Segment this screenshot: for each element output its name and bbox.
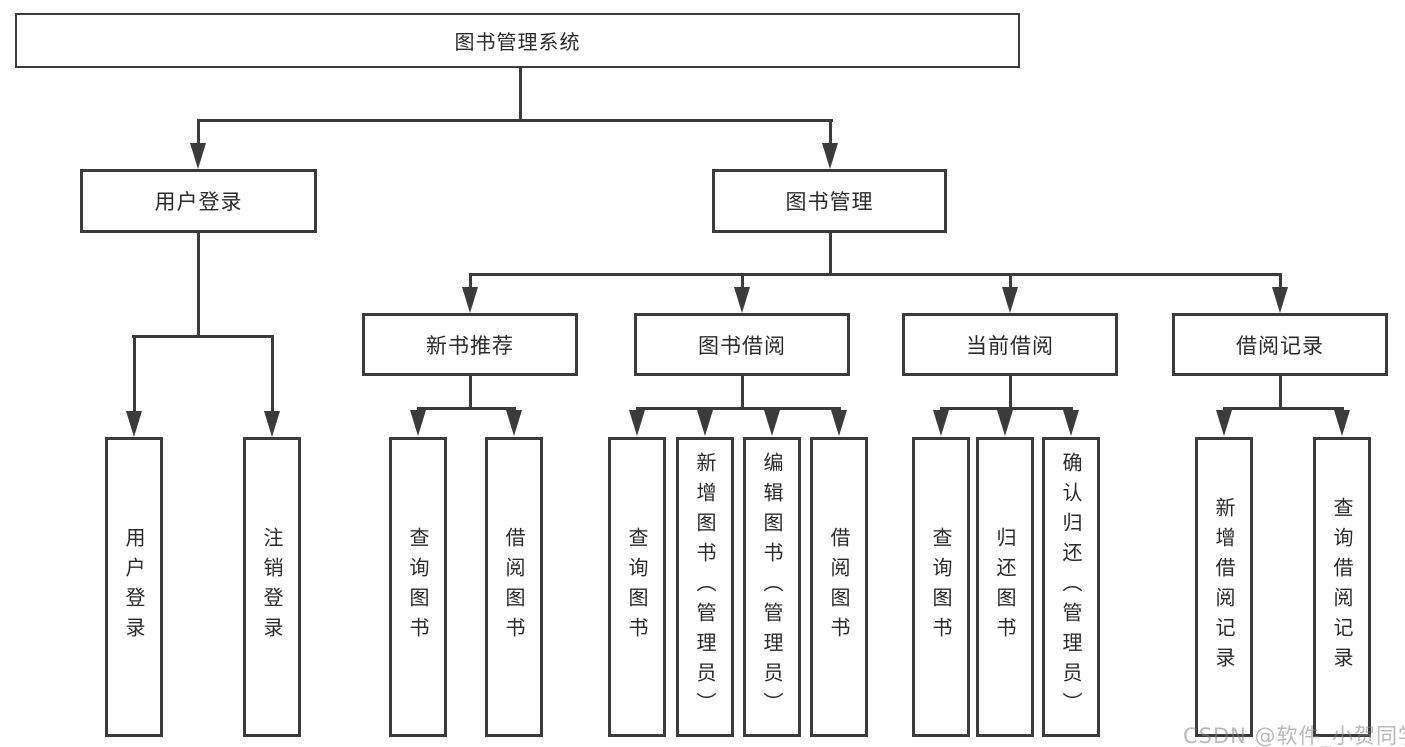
node-label: 查询图书 <box>625 527 649 647</box>
leaf-add-book-admin: 新增图书（管理员） <box>676 437 734 737</box>
connector-line <box>132 335 274 338</box>
arrow-down-icon <box>1216 410 1232 436</box>
arrow-down-icon <box>190 143 206 169</box>
node-label: 新书推荐 <box>426 333 514 358</box>
connector-line <box>636 407 841 410</box>
leaf-logout: 注销登录 <box>243 437 301 737</box>
arrow-down-icon <box>764 410 780 436</box>
arrow-down-icon <box>629 410 645 436</box>
arrow-down-icon <box>734 287 750 313</box>
leaf-query-borrow-record: 查询借阅记录 <box>1313 437 1371 737</box>
connector-line <box>271 335 274 413</box>
connector-line <box>469 376 472 410</box>
node-book-borrow: 图书借阅 <box>634 313 850 376</box>
node-label: 查询借阅记录 <box>1330 497 1354 677</box>
node-root: 图书管理系统 <box>15 13 1020 68</box>
csdn-watermark: CSDN @软件_小贺同学 <box>1183 724 1405 747</box>
arrow-down-icon <box>1334 410 1350 436</box>
arrow-down-icon <box>831 410 847 436</box>
node-user-login: 用户登录 <box>80 169 317 233</box>
node-label: 归还图书 <box>993 527 1017 647</box>
node-label: 借阅记录 <box>1236 333 1324 358</box>
connector-line <box>197 119 833 122</box>
arrow-down-icon <box>264 411 280 437</box>
connector-line <box>1223 407 1344 410</box>
leaf-edit-book-admin: 编辑图书（管理员） <box>743 437 801 737</box>
node-label: 编辑图书（管理员） <box>760 452 784 722</box>
leaf-user-login: 用户登录 <box>105 437 163 737</box>
connector-line <box>1009 376 1012 410</box>
node-label: 图书借阅 <box>698 333 786 358</box>
leaf-confirm-return-admin: 确认归还（管理员） <box>1042 437 1100 737</box>
leaf-borrow-book-recommend: 借阅图书 <box>485 437 543 737</box>
leaf-query-book-current: 查询图书 <box>912 437 970 737</box>
arrow-down-icon <box>462 287 478 313</box>
connector-line <box>1279 376 1282 410</box>
connector-line <box>741 376 744 410</box>
connector-line <box>519 68 522 120</box>
connector-line <box>469 273 1282 276</box>
node-label: 图书管理 <box>785 190 874 214</box>
arrow-down-icon <box>506 410 522 436</box>
node-label: 用户登录 <box>122 527 146 647</box>
connector-line <box>741 273 744 290</box>
node-label: 查询图书 <box>406 527 430 647</box>
connector-line <box>829 119 832 145</box>
node-label: 确认归还（管理员） <box>1059 452 1083 722</box>
leaf-add-borrow-record: 新增借阅记录 <box>1195 437 1253 737</box>
arrow-down-icon <box>933 410 949 436</box>
node-label: 借阅图书 <box>827 527 851 647</box>
node-label: 注销登录 <box>260 527 284 647</box>
node-borrow-record: 借阅记录 <box>1172 313 1388 376</box>
node-label: 当前借阅 <box>966 333 1054 358</box>
connector-line <box>940 407 1073 410</box>
leaf-query-book-borrow: 查询图书 <box>608 437 666 737</box>
arrow-down-icon <box>822 143 838 169</box>
node-label: 用户登录 <box>154 190 243 214</box>
connector-line <box>829 233 832 276</box>
leaf-borrow-book: 借阅图书 <box>810 437 868 737</box>
node-book-management: 图书管理 <box>712 169 947 233</box>
connector-line <box>1009 273 1012 290</box>
node-label: 新增借阅记录 <box>1212 497 1236 677</box>
node-label: 图书管理系统 <box>454 30 581 54</box>
arrow-down-icon <box>126 411 142 437</box>
node-current-borrow: 当前借阅 <box>902 313 1118 376</box>
arrow-down-icon <box>997 410 1013 436</box>
leaf-query-book-recommend: 查询图书 <box>389 437 447 737</box>
connector-line <box>1279 273 1282 290</box>
node-new-book-recommend: 新书推荐 <box>362 313 578 376</box>
arrow-down-icon <box>1002 287 1018 313</box>
arrow-down-icon <box>1063 410 1079 436</box>
connector-line <box>197 119 200 145</box>
arrow-down-icon <box>410 410 426 436</box>
node-label: 借阅图书 <box>502 527 526 647</box>
node-label: 新增图书（管理员） <box>693 452 717 722</box>
leaf-return-book: 归还图书 <box>976 437 1034 737</box>
connector-line <box>197 233 200 338</box>
connector-line <box>469 273 472 290</box>
arrow-down-icon <box>697 410 713 436</box>
node-label: 查询图书 <box>929 527 953 647</box>
connector-line <box>417 407 516 410</box>
arrow-down-icon <box>1272 287 1288 313</box>
connector-line <box>133 335 136 413</box>
